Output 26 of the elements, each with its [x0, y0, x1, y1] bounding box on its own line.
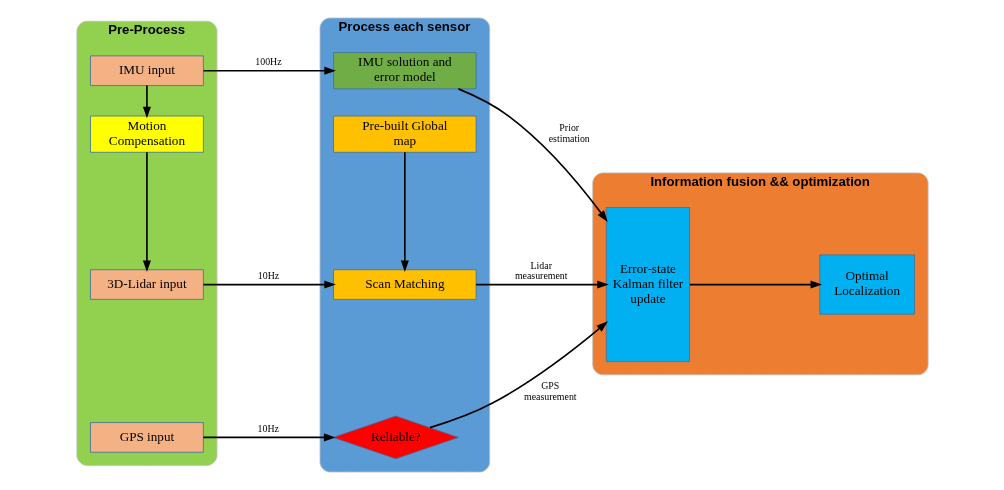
node-diamond: Reliable?	[332, 415, 459, 460]
node-box: Optimal Localization	[818, 254, 915, 315]
arrow	[400, 151, 409, 273]
arrow	[688, 280, 822, 289]
edge-label: 10Hz	[257, 423, 279, 435]
edge-label: Lidar measurement	[514, 259, 568, 282]
node-box: IMU solution and error model	[332, 52, 477, 90]
node-box: GPS input	[89, 422, 204, 453]
arrow	[474, 280, 609, 289]
node-box: Motion Compensation	[89, 115, 204, 153]
arrow	[202, 280, 336, 289]
edge-label: Prior estimation	[548, 122, 590, 145]
node-box: IMU input	[89, 55, 204, 86]
node-box: Pre-built Global map	[332, 115, 477, 153]
arrow	[202, 66, 336, 75]
edge-label: 100Hz	[254, 56, 282, 68]
arrow	[457, 88, 608, 222]
edge-label: 10Hz	[257, 270, 279, 282]
arrow	[202, 433, 335, 442]
arrow	[142, 84, 151, 119]
edge-label: GPS measurement	[523, 380, 577, 402]
node-box: Scan Matching	[332, 269, 477, 300]
node-box: Error-state Kalman filter update	[605, 207, 690, 362]
arrow	[142, 151, 151, 273]
node-box: 3D-Lidar input	[89, 269, 204, 300]
arrow	[428, 321, 608, 429]
